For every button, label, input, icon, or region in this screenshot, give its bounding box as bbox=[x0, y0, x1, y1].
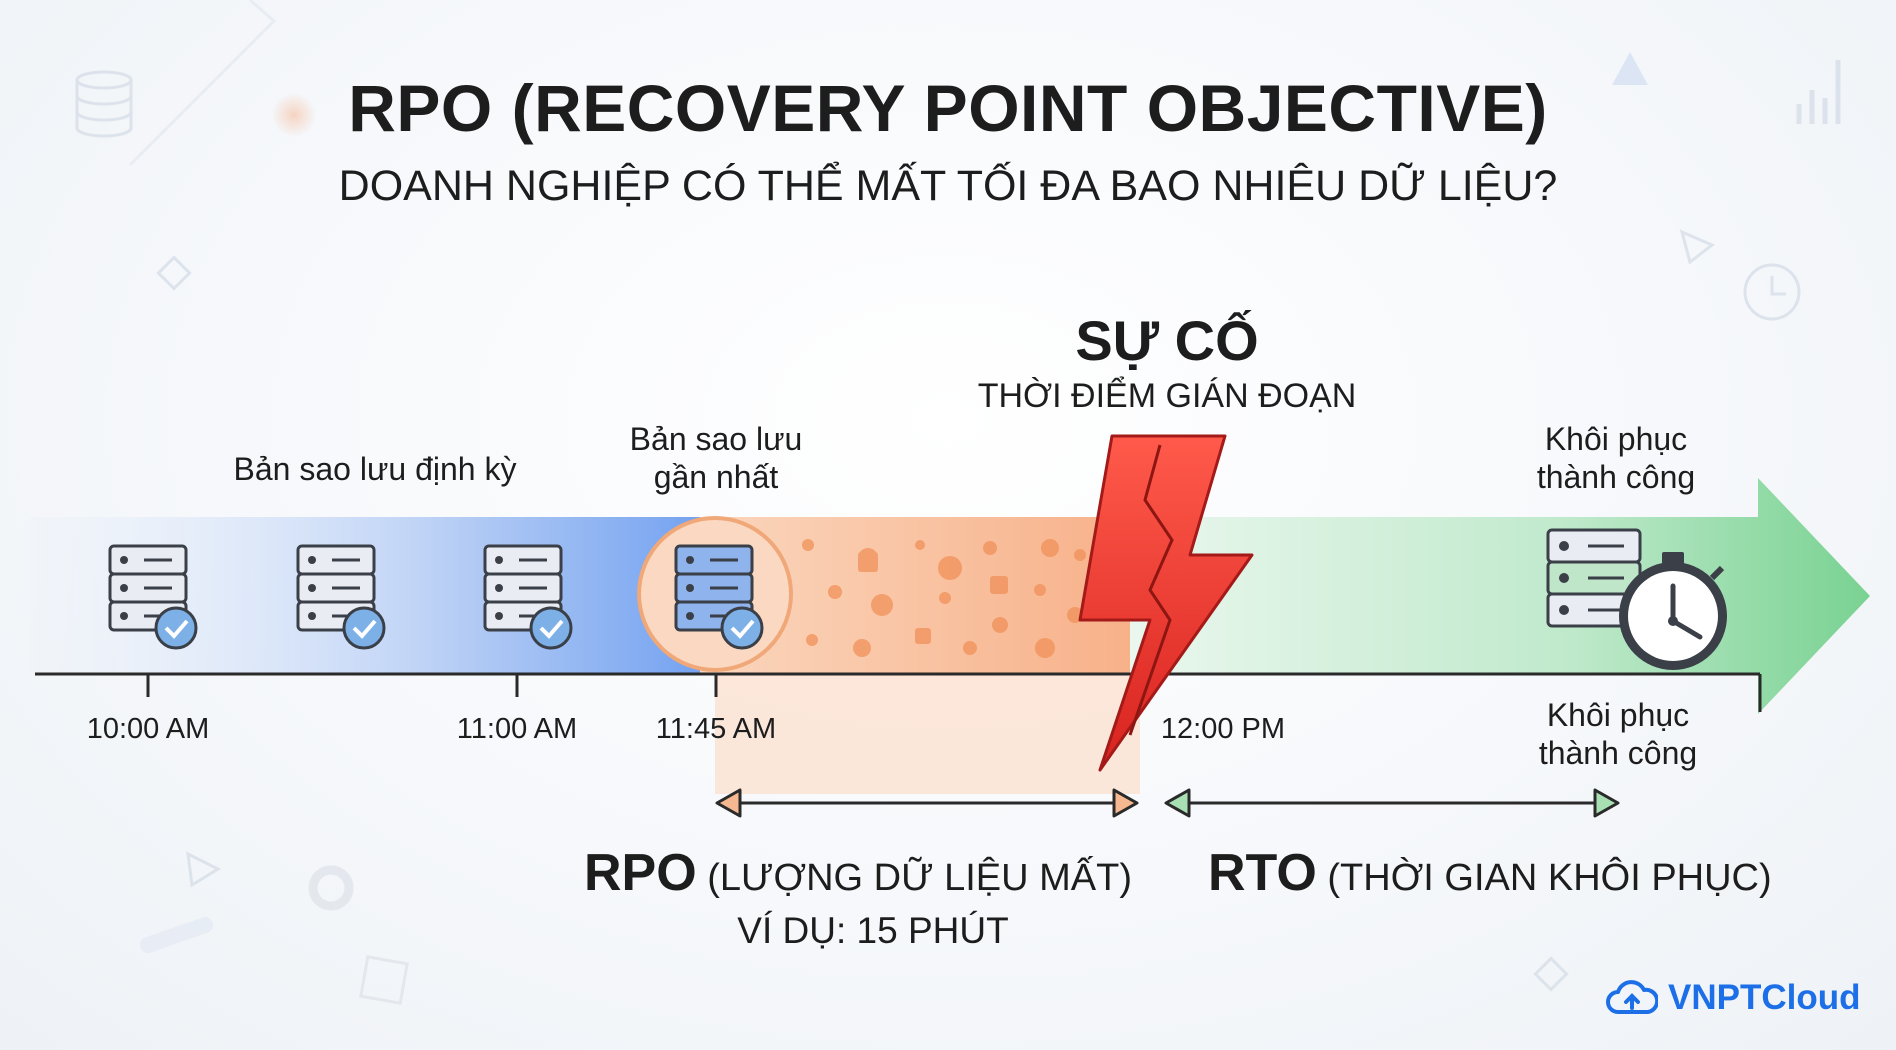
server-icon bbox=[674, 544, 764, 650]
restore-top-line2: thành công bbox=[1536, 459, 1696, 495]
server-icon bbox=[296, 544, 386, 650]
latest-backup-label: Bản sao lưu gần nhất bbox=[630, 420, 803, 496]
time-label-1145: 11:45 AM bbox=[655, 713, 777, 745]
rpo-label: RPO (LƯỢNG DỮ LIỆU MẤT) bbox=[584, 843, 1132, 903]
rpo-span-arrow bbox=[715, 788, 1139, 818]
background-decorations bbox=[128, 0, 1801, 1005]
rto-abbr: RTO bbox=[1208, 844, 1317, 902]
rto-label: RTO (THỜI GIAN KHÔI PHỤC) bbox=[1208, 843, 1772, 903]
rpo-example: VÍ DỤ: 15 PHÚT bbox=[737, 910, 1009, 951]
latest-backup-line1: Bản sao lưu bbox=[629, 421, 803, 457]
incident-title: SỰ CỐ bbox=[1075, 309, 1259, 372]
time-label-1100: 11:00 AM bbox=[456, 713, 578, 745]
lost-data-particles bbox=[802, 539, 1086, 658]
data-loss-shade bbox=[715, 674, 1140, 794]
rpo-abbr: RPO bbox=[584, 844, 697, 902]
brand-name: VNPTCloud bbox=[1668, 978, 1861, 1017]
periodic-backup-label: Bản sao lưu định kỳ bbox=[233, 451, 517, 487]
server-icon bbox=[1546, 528, 1642, 628]
server-icon bbox=[483, 544, 573, 650]
restore-bottom-line1: Khôi phục bbox=[1546, 697, 1690, 733]
restore-success-label-top: Khôi phục thành công bbox=[1537, 420, 1695, 496]
incident-subtitle: THỜI ĐIỂM GIÁN ĐOẠN bbox=[977, 377, 1357, 415]
time-label-1200: 12:00 PM bbox=[1160, 713, 1286, 745]
lightning-icon bbox=[1078, 434, 1254, 772]
bar-chart-icon bbox=[1796, 60, 1841, 124]
check-icon bbox=[720, 606, 764, 650]
server-icon bbox=[108, 544, 198, 650]
rpo-desc: (LƯỢNG DỮ LIỆU MẤT) bbox=[707, 857, 1132, 899]
page-title: RPO (RECOVERY POINT OBJECTIVE) bbox=[348, 71, 1548, 145]
stopwatch-icon bbox=[1619, 552, 1727, 670]
cloud-icon bbox=[1606, 980, 1658, 1014]
database-icon bbox=[75, 70, 133, 138]
check-icon bbox=[342, 606, 386, 650]
rto-span-arrow bbox=[1164, 788, 1620, 818]
time-label-1000: 10:00 AM bbox=[86, 713, 210, 745]
brand-logo: VNPTCloud bbox=[1606, 978, 1860, 1018]
check-icon bbox=[529, 606, 573, 650]
restore-top-line1: Khôi phục bbox=[1544, 421, 1688, 457]
latest-backup-line2: gần nhất bbox=[653, 459, 779, 495]
page-subtitle: DOANH NGHIỆP CÓ THỂ MẤT TỐI ĐA BAO NHIÊU… bbox=[338, 162, 1558, 210]
restore-bottom-line2: thành công bbox=[1538, 735, 1698, 771]
restore-success-label-bottom: Khôi phục thành công bbox=[1539, 696, 1697, 772]
check-icon bbox=[154, 606, 198, 650]
rto-desc: (THỜI GIAN KHÔI PHỤC) bbox=[1327, 857, 1772, 899]
